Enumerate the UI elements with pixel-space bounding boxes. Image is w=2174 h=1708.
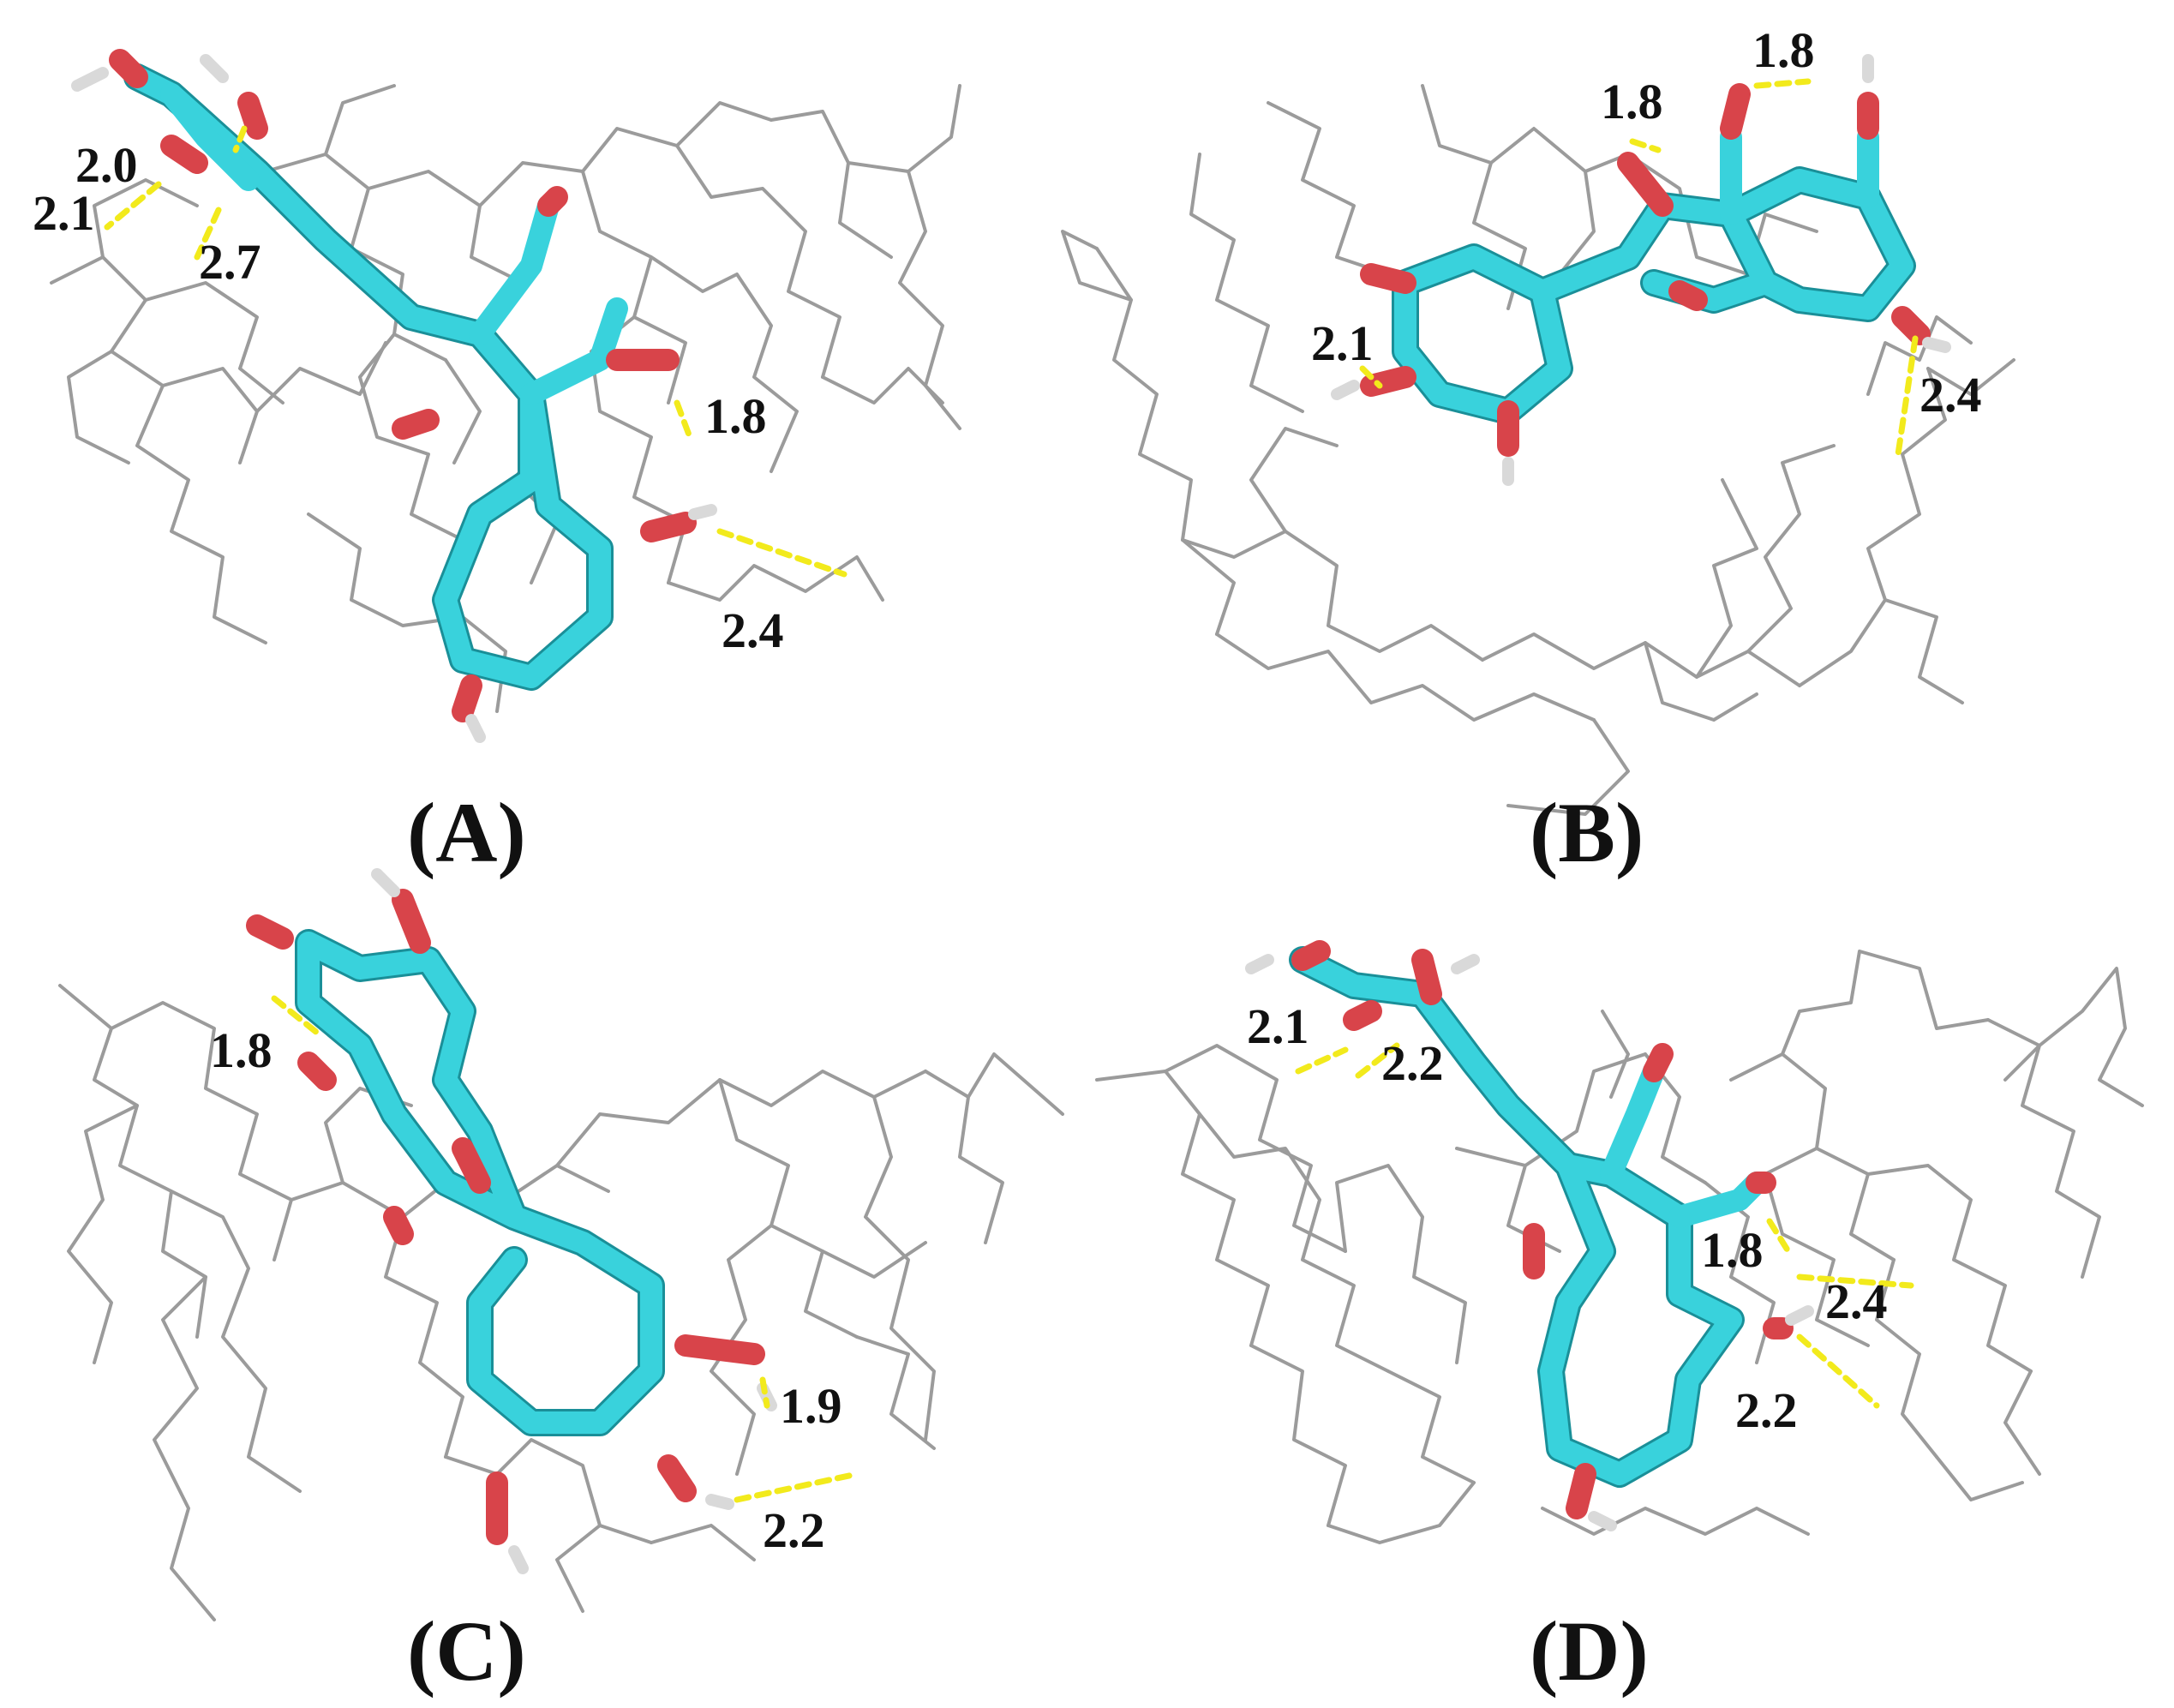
panel-c: 1.8 1.9 2.2 (C): [58, 868, 1064, 1699]
hbond-distance-label: 2.1: [1311, 315, 1374, 371]
hbond-distance-label: 1.8: [1701, 1222, 1764, 1278]
hbond-distance-label: 2.1: [33, 185, 95, 241]
hbond-distance-label: 1.8: [704, 388, 767, 444]
hbond-distance-label: 1.8: [1752, 22, 1815, 78]
hbond-distance-label: 2.1: [1247, 998, 1309, 1054]
panel-b-label: (B): [1530, 785, 1644, 880]
panel-c-label: (C): [407, 1603, 526, 1699]
panel-b-ligand: [1331, 54, 1951, 486]
hbond-distance-label: 2.2: [1735, 1382, 1798, 1438]
panel-b-hbonds: [1359, 78, 1919, 458]
panel-d-label: (D): [1530, 1603, 1649, 1699]
panel-c-distance-labels: 1.8 1.9 2.2: [210, 1022, 842, 1558]
panel-a-label: (A): [407, 785, 526, 880]
panel-b-host-cavity: [1061, 84, 2015, 816]
panel-c-ligand: [246, 868, 777, 1574]
hbond-distance-label: 2.4: [1919, 367, 1982, 423]
hbond-distance-label: 1.8: [1601, 74, 1663, 129]
panel-b: 1.8 1.8 2.1 2.4 (B): [1061, 22, 2015, 880]
hbond-distance-label: 2.2: [1381, 1035, 1444, 1091]
panel-d-distance-labels: 2.1 2.2 1.8 2.4 2.2: [1247, 998, 1888, 1438]
hbond-distance-label: 2.0: [75, 137, 138, 193]
panel-d-hbonds: [1295, 1042, 1914, 1409]
panel-a-host-cavity: [50, 84, 961, 713]
hbond-distance-label: 2.4: [1825, 1274, 1888, 1329]
panel-d-host-cavity: [1095, 950, 2144, 1544]
hbond-distance-label: 2.4: [722, 602, 784, 658]
panel-c-host-cavity: [58, 984, 1064, 1621]
hbond-distance-label: 1.9: [780, 1378, 842, 1434]
panel-d-ligand: [1245, 940, 1814, 1531]
hbond-distance-label: 2.7: [199, 234, 261, 290]
panel-a-distance-labels: 2.0 2.1 2.7 1.8 2.4: [33, 137, 784, 658]
hbond-distance-label: 1.8: [210, 1022, 272, 1078]
panel-a: 2.0 2.1 2.7 1.8 2.4 (A): [33, 49, 961, 880]
hbond-distance-label: 2.2: [763, 1502, 825, 1558]
panel-c-hbonds: [271, 995, 860, 1503]
panel-a-hbonds: [104, 125, 847, 578]
panel-b-distance-labels: 1.8 1.8 2.1 2.4: [1311, 22, 1982, 423]
panel-d: 2.1 2.2 1.8 2.4 2.2 (D): [1095, 940, 2144, 1699]
panel-a-ligand: [71, 49, 717, 743]
